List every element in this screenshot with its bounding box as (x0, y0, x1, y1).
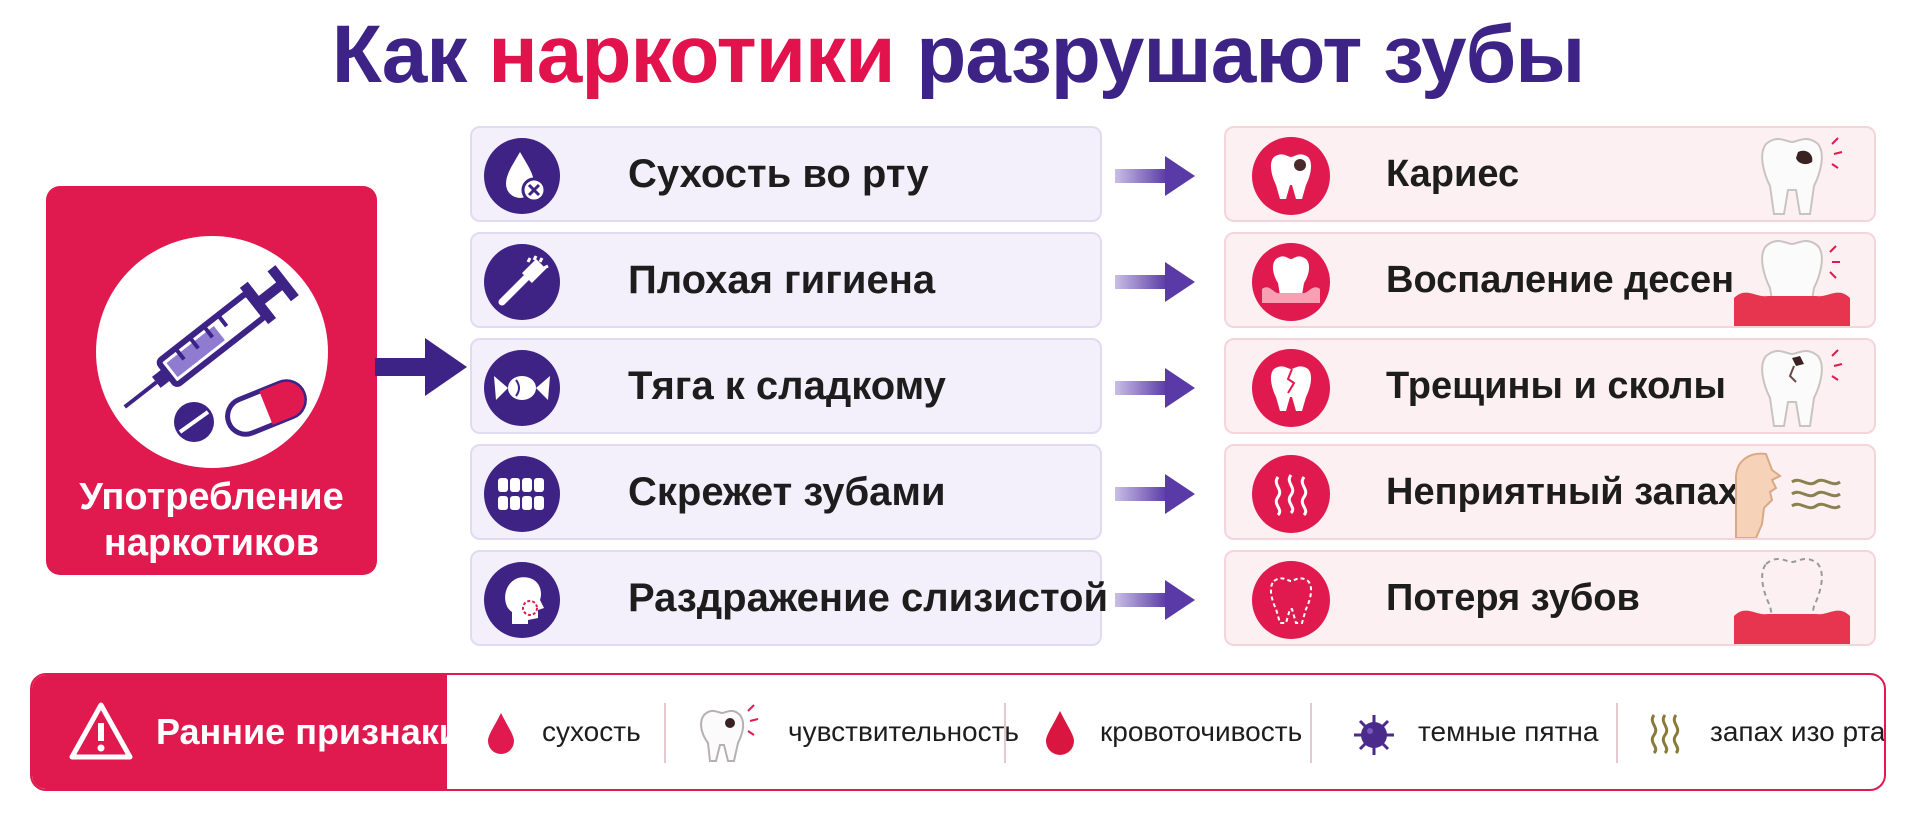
drug-use-icon-circle (96, 236, 328, 468)
effect-row: Трещины и сколы (1224, 338, 1876, 434)
effect-label: Трещины и сколы (1386, 365, 1726, 407)
cause-row: Сухость во рту (470, 126, 1102, 222)
cause-row: Скрежет зубами (470, 444, 1102, 540)
grinding-teeth-icon (484, 456, 560, 532)
effect-row: Воспаление десен (1224, 232, 1876, 328)
effect-row: Неприятный запах (1224, 444, 1876, 540)
inflamed-gum-icon (1252, 243, 1330, 321)
arrow-icon (1115, 262, 1195, 302)
effect-row: Потеря зубов (1224, 550, 1876, 646)
drug-use-card: Употребление наркотиков (46, 186, 377, 575)
early-signs-heading-block: Ранние признаки: (32, 675, 473, 789)
early-sign-label: чувствительность (788, 716, 1020, 747)
drug-use-label-line1: Употребление (79, 476, 344, 518)
bad-breath-illustration-icon (1735, 452, 1841, 538)
head-mucosa-icon (484, 562, 560, 638)
arrow-icon (1115, 156, 1195, 196)
blood-drop-icon (1046, 711, 1074, 755)
cause-label: Тяга к сладкому (628, 364, 946, 408)
cause-label: Раздражение слизистой (628, 576, 1109, 620)
effect-label: Потеря зубов (1386, 577, 1640, 619)
decayed-tooth-illustration-icon (1761, 137, 1843, 215)
title-word-1: Как (331, 9, 468, 100)
cause-row: Плохая гигиена (470, 232, 1102, 328)
early-sign-label: запах изо рта (1710, 716, 1886, 747)
divider (664, 703, 666, 763)
early-sign-label: темные пятна (1418, 716, 1599, 747)
page-title: Как наркотики разрушают зубы (0, 8, 1916, 102)
divider (1004, 703, 1006, 763)
title-word-accent: наркотики (488, 9, 895, 100)
cause-label: Плохая гигиена (628, 258, 936, 302)
arrow-icon (1115, 580, 1195, 620)
effect-label: Неприятный запах (1386, 471, 1739, 513)
cause-row: Тяга к сладкому (470, 338, 1102, 434)
early-sign-label: сухость (542, 716, 641, 747)
inflamed-gum-illustration-icon (1734, 239, 1850, 326)
cause-label: Скрежет зубами (628, 470, 946, 514)
early-sign-label: кровоточивость (1100, 716, 1303, 747)
cracked-tooth-illustration-icon (1761, 349, 1843, 427)
decayed-tooth-icon (1252, 137, 1330, 215)
lost-tooth-illustration-icon (1734, 557, 1850, 644)
odor-icon (1650, 714, 1680, 755)
cause-row: Раздражение слизистой (470, 550, 1108, 646)
warning-icon (69, 702, 133, 760)
lost-tooth-icon (1252, 561, 1330, 639)
early-signs-heading: Ранние признаки: (156, 711, 473, 752)
drop-icon (488, 713, 514, 754)
arrow-icon (1115, 474, 1195, 514)
title-word-rest: разрушают зубы (916, 9, 1585, 100)
effect-label: Кариес (1386, 153, 1520, 195)
cracked-tooth-icon (1252, 349, 1330, 427)
main-arrow-icon (375, 338, 467, 396)
effect-label: Воспаление десен (1386, 259, 1735, 301)
toothbrush-icon (484, 244, 560, 320)
early-signs-bar: Ранние признаки: сухость чувствительност… (30, 673, 1886, 791)
germ-icon (1354, 715, 1394, 755)
drug-use-label: Употребление наркотиков (46, 474, 377, 566)
sensitive-tooth-icon (700, 704, 759, 762)
effect-row: Кариес (1224, 126, 1876, 222)
divider (1616, 703, 1618, 763)
odor-waves-icon (1252, 455, 1330, 533)
syringe-and-pills-icon (123, 265, 307, 442)
arrow-icon (1115, 368, 1195, 408)
cause-label: Сухость во рту (628, 152, 929, 196)
divider (1310, 703, 1312, 763)
dry-drop-icon (484, 138, 560, 214)
candy-icon (484, 350, 560, 426)
drug-use-label-line2: наркотиков (103, 522, 320, 564)
